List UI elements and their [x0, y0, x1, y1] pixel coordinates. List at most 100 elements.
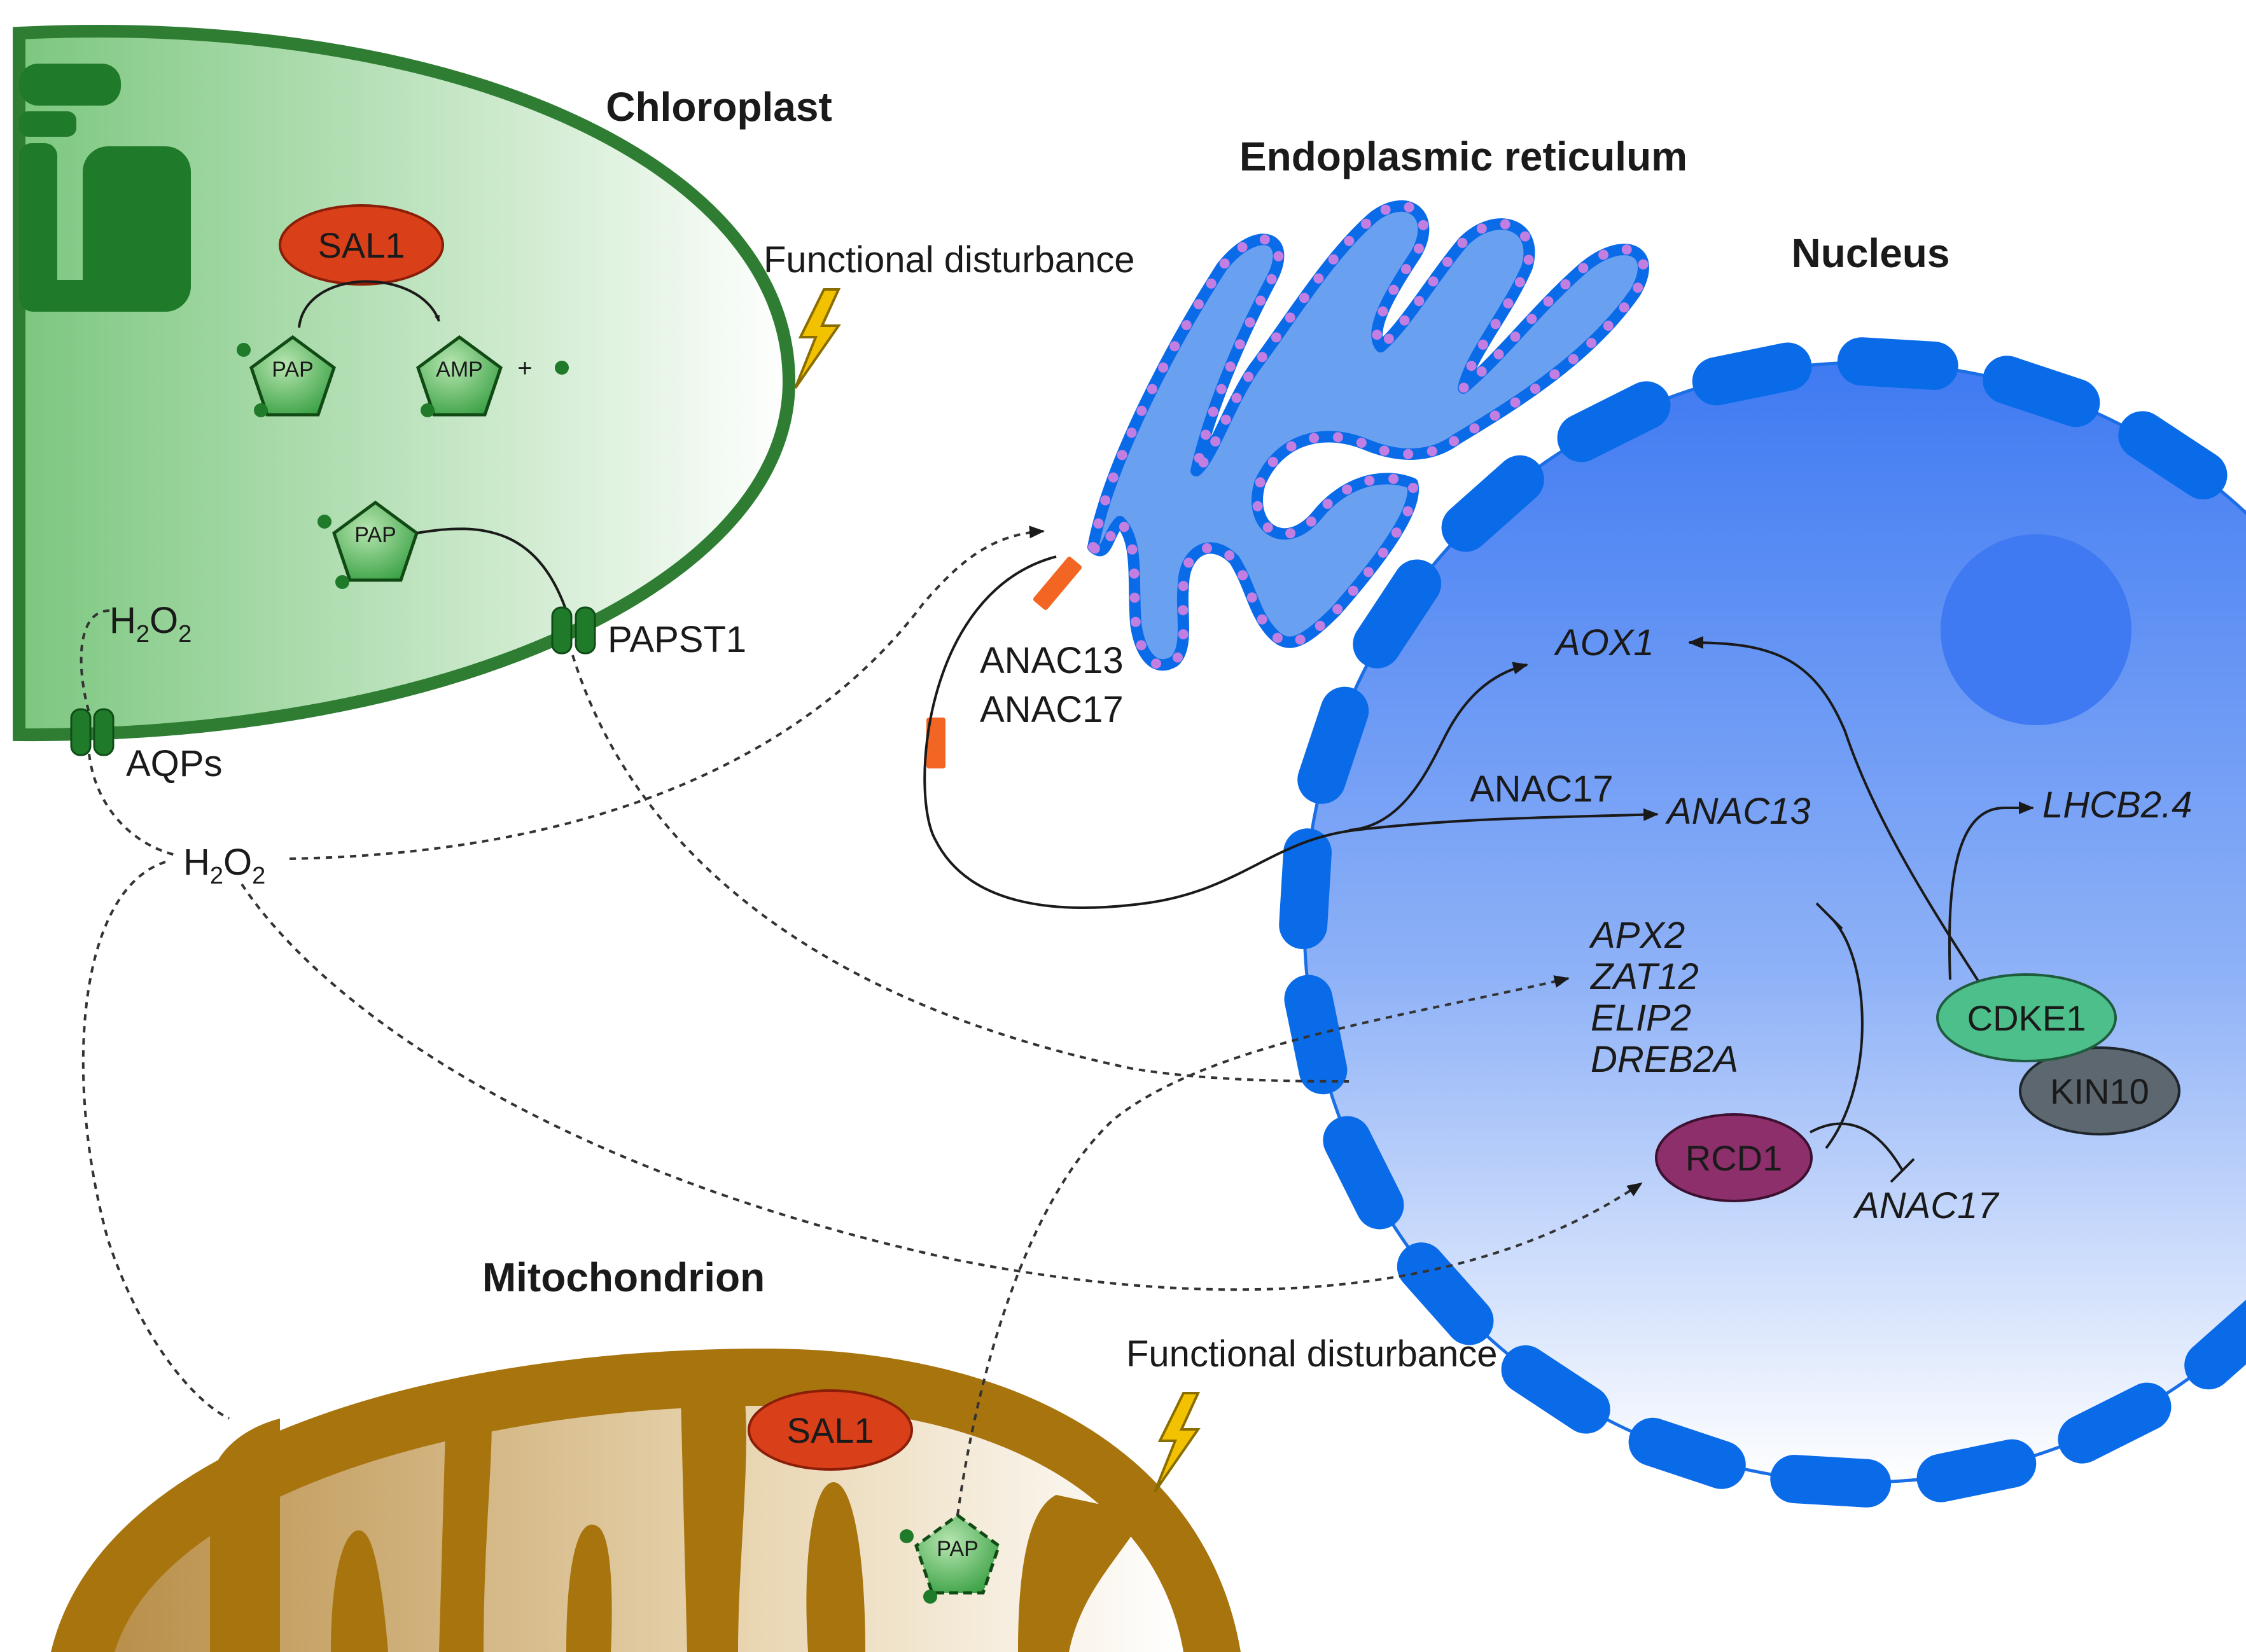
nuclear-pore	[1983, 356, 2100, 427]
ribosome	[1578, 263, 1589, 274]
ribosome	[1510, 397, 1521, 408]
ribosome	[1332, 432, 1343, 443]
nuclear-pore	[1441, 455, 1544, 552]
ribosome	[1220, 414, 1231, 425]
lightning-bolt-icon	[794, 288, 841, 389]
ribosome	[1530, 384, 1540, 394]
ribosome	[1299, 293, 1309, 303]
ribosome	[1638, 259, 1649, 270]
aqps-label: AQPs	[126, 743, 223, 784]
ribosome	[1206, 278, 1217, 289]
er-title: Endoplasmic reticulum	[1239, 134, 1687, 179]
ribosome	[1178, 581, 1189, 592]
ribosome	[1158, 362, 1169, 373]
plus-sign: +	[517, 354, 532, 382]
ribosome	[1466, 361, 1477, 371]
ribosome	[1273, 251, 1284, 261]
phosphate-free	[555, 361, 569, 375]
ribosome	[1286, 441, 1297, 452]
ribosome	[1093, 518, 1104, 529]
ribosome	[1378, 547, 1388, 558]
ribosome	[1364, 475, 1375, 486]
ribosome	[1129, 592, 1140, 603]
ribosome	[1259, 234, 1270, 245]
ribosome	[1257, 352, 1267, 363]
ribosome	[1210, 436, 1221, 447]
ribosome	[1598, 249, 1608, 260]
ribosome	[1216, 384, 1227, 394]
h2o2-chloroplast: H2O2	[109, 600, 192, 648]
ribosome	[1151, 658, 1161, 669]
pap-mitochondrion-label: PAP	[937, 1537, 979, 1561]
ribosome	[1332, 604, 1343, 614]
ribosome	[1285, 528, 1296, 539]
sal1-mitochondrion-label: SAL1	[787, 1410, 874, 1450]
nucleus-title: Nucleus	[1792, 230, 1950, 276]
pap-chloroplast-2-label: PAP	[354, 523, 396, 547]
cdke1-protein	[1936, 973, 2117, 1062]
ribosome	[1257, 614, 1267, 625]
h2o2-cytosol: H2O2	[183, 842, 265, 889]
ribosome	[1391, 527, 1402, 538]
ribosome	[1285, 312, 1295, 323]
anac17-tf-label: ANAC17	[980, 689, 1124, 730]
anac13-tf-label: ANAC13	[980, 640, 1124, 681]
mitochondrion-title: Mitochondrion	[482, 1254, 765, 1300]
ribosome	[1105, 531, 1116, 541]
nuclear-pore	[1353, 559, 1442, 669]
ribosome	[1237, 242, 1248, 253]
ribosome	[1322, 499, 1333, 509]
nuclear-pores	[1279, 337, 2246, 1508]
amp-molecule	[416, 335, 503, 417]
ribosome	[1172, 652, 1183, 663]
ribosome	[1510, 331, 1521, 342]
sal1-chloroplast-label: SAL1	[318, 225, 405, 265]
nuclear-pore	[1557, 381, 1671, 462]
ribosome	[1193, 299, 1204, 310]
er-ribosomes	[1088, 202, 1649, 669]
ribosome	[1621, 244, 1632, 255]
nuclear-pore	[1501, 1345, 1610, 1434]
gene-aox1: AOX1	[1554, 622, 1654, 663]
gene-dreb2a: DREB2A	[1591, 1039, 1738, 1080]
gene-apx2: APX2	[1589, 915, 1685, 956]
ribosome	[1266, 274, 1277, 284]
cristae	[210, 1393, 1145, 1652]
ribosome	[1560, 279, 1571, 289]
ribosome	[1402, 506, 1413, 517]
anac17-arrow-label: ANAC17	[1470, 768, 1614, 810]
cdke1-label: CDKE1	[1967, 998, 2086, 1038]
ribosome	[1379, 445, 1390, 456]
sal1-conversion-arrow	[298, 280, 440, 328]
amp-label: AMP	[436, 357, 483, 382]
ribosome	[1514, 277, 1525, 288]
thylakoid-grana	[19, 64, 191, 312]
sal1-mitochondrion	[748, 1389, 913, 1471]
ribosome	[1523, 254, 1534, 265]
pap-chloroplast-2	[317, 500, 419, 589]
nucleolus	[1941, 534, 2131, 725]
nuclear-pore	[1692, 342, 1812, 406]
ribosome	[1126, 427, 1137, 438]
ribosome	[1418, 219, 1428, 230]
nuclear-pore	[1323, 1116, 1404, 1230]
ribosome	[1315, 620, 1325, 631]
ribosome	[1271, 332, 1281, 343]
nuclear-pore	[2118, 411, 2228, 500]
kin10-protein	[2019, 1046, 2180, 1135]
ribosome	[1127, 544, 1138, 555]
ribosome	[1119, 522, 1129, 532]
ribosome	[1231, 392, 1242, 403]
chloroplast-title: Chloroplast	[606, 84, 832, 130]
ribosome	[1442, 256, 1453, 267]
ribosome	[1181, 320, 1192, 331]
pap-to-papst1-line	[416, 527, 571, 621]
ribosome	[1400, 264, 1411, 274]
nuclear-pore	[1916, 1439, 2037, 1503]
ribosome	[1169, 341, 1180, 352]
ribosome	[1225, 361, 1236, 372]
ribosome	[1356, 438, 1367, 448]
ribosome	[1178, 605, 1189, 616]
pap-chloroplast-1	[237, 335, 336, 417]
